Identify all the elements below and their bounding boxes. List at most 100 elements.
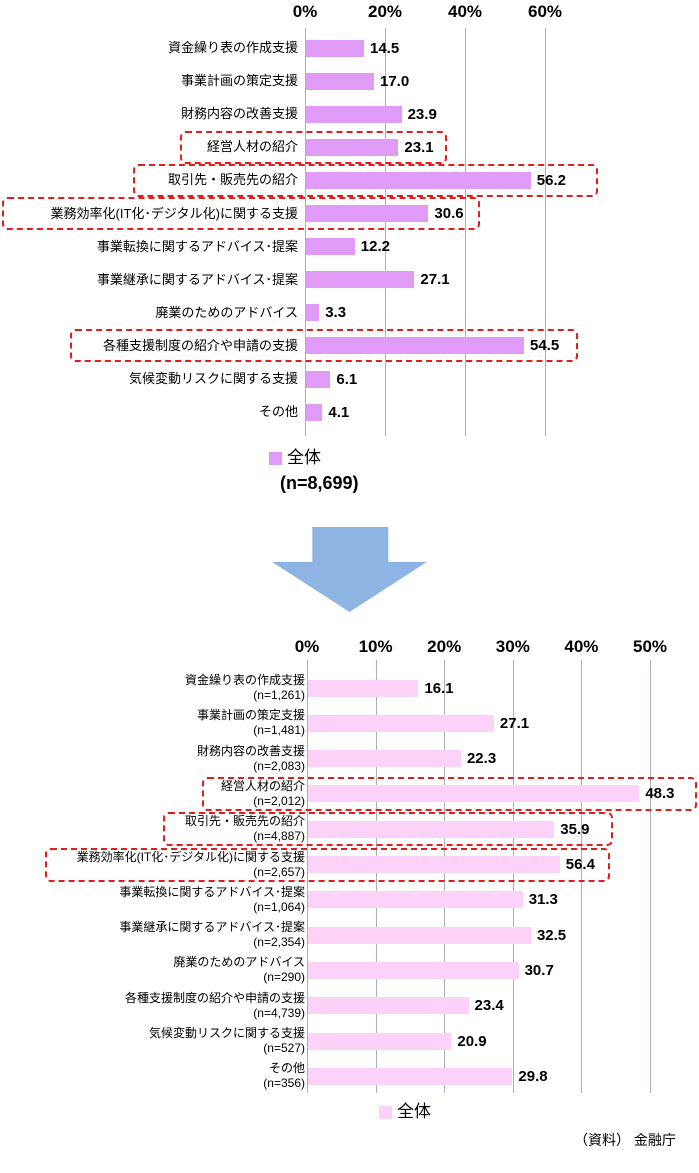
category-label: 財務内容の改善支援(n=2,083)	[0, 744, 305, 774]
category-label: 経営人材の紹介	[0, 138, 298, 156]
value-label: 22.3	[466, 750, 497, 768]
axis-tick-label: 40%	[447, 2, 483, 21]
category-label: その他	[0, 403, 298, 421]
category-label: 気候変動リスクに関する支援	[0, 370, 298, 388]
category-label: 資金繰り表の作成支援(n=1,261)	[0, 673, 305, 703]
category-label-text: 廃業のためのアドバイス	[173, 955, 305, 970]
bar	[306, 138, 399, 156]
bar	[306, 171, 531, 189]
bar	[306, 105, 402, 123]
highlight-box	[163, 812, 613, 847]
bar	[306, 72, 374, 90]
highlight-box	[180, 130, 447, 164]
legend: 全体	[379, 1103, 431, 1121]
category-label: 事業計画の策定支援(n=1,481)	[0, 708, 305, 738]
category-label: 事業継承に関するアドバイス･提案	[0, 271, 298, 289]
value-label: 4.1	[328, 403, 350, 421]
highlight-box	[2, 197, 480, 230]
bar	[308, 997, 469, 1015]
category-label: 取引先・販売先の紹介	[0, 171, 298, 189]
category-label: 事業転換に関するアドバイス･提案(n=1,064)	[0, 885, 305, 915]
value-label: 54.5	[530, 337, 560, 355]
bar	[308, 820, 555, 838]
category-label: 廃業のためのアドバイス	[0, 304, 298, 322]
highlight-box	[133, 163, 598, 197]
axis-tick-label: 20%	[367, 2, 403, 21]
category-label: 資金繰り表の作成支援	[0, 39, 298, 57]
axis-tick-label: 50%	[632, 637, 668, 656]
category-n-label: (n=4,887)	[253, 829, 305, 844]
category-n-label: (n=527)	[263, 1041, 305, 1055]
bar	[306, 403, 323, 421]
gridline	[385, 28, 386, 436]
category-n-label: (n=2,354)	[253, 935, 305, 950]
bar	[306, 370, 331, 388]
category-label-text: 財務内容の改善支援	[196, 743, 305, 758]
axis-tick-label: 0%	[294, 637, 320, 656]
value-label: 12.2	[360, 238, 390, 256]
bar	[308, 785, 640, 803]
bar	[306, 304, 320, 322]
category-label: 事業継承に関するアドバイス･提案(n=2,354)	[0, 920, 305, 950]
category-label-text: 各種支援制度の紹介や申請の支援	[102, 337, 298, 353]
category-label-text: 事業転換に関するアドバイス･提案	[119, 884, 305, 899]
value-label: 30.6	[434, 205, 464, 222]
value-label: 35.9	[560, 820, 590, 838]
gridline	[545, 28, 546, 436]
highlight-box	[70, 329, 578, 363]
gridline	[512, 660, 514, 1093]
category-label-text: 取引先・販売先の紹介	[167, 172, 298, 188]
category-label-text: 経営人材の紹介	[206, 139, 298, 155]
axis-tick-label: 30%	[495, 637, 530, 656]
source-note: （資料） 金融庁	[574, 1132, 676, 1148]
category-n-label: (n=2,657)	[253, 864, 305, 879]
bar	[306, 271, 415, 289]
bar	[306, 39, 364, 57]
category-label-text: 事業転換に関するアドバイス･提案	[96, 238, 298, 254]
category-label-text: 業務効率化(IT化･デジタル化)に関する支援	[50, 205, 298, 221]
category-label: 廃業のためのアドバイス(n=290)	[0, 955, 305, 985]
category-label-text: 業務効率化(IT化･デジタル化)に関する支援	[76, 849, 305, 864]
bar	[308, 1067, 513, 1085]
legend-swatch	[379, 1105, 392, 1119]
category-n-label: (n=290)	[263, 970, 305, 985]
highlight-box	[202, 776, 697, 811]
category-label-text: 各種支援制度の紹介や申請の支援	[124, 990, 305, 1005]
value-label: 16.1	[424, 679, 454, 697]
category-label-text: 経営人材の紹介	[220, 778, 305, 793]
gridline	[375, 660, 377, 1093]
bar	[308, 679, 419, 697]
category-label-text: 資金繰り表の作成支援	[167, 40, 298, 55]
bar	[306, 337, 524, 355]
gridline	[307, 660, 308, 1093]
bar	[308, 750, 461, 768]
value-label: 27.1	[499, 714, 530, 732]
category-label-text: 資金繰り表の作成支援	[184, 673, 305, 687]
category-label: 事業転換に関するアドバイス･提案	[0, 238, 298, 256]
category-label: 気候変動リスクに関する支援(n=527)	[0, 1026, 305, 1056]
legend-swatch	[269, 451, 282, 465]
category-label: 業務効率化(IT化･デジタル化)に関する支援(n=2,657)	[0, 850, 305, 880]
category-n-label: (n=1,261)	[253, 688, 305, 702]
category-label-text: 気候変動リスクに関する支援	[128, 371, 298, 386]
gridline	[305, 28, 306, 436]
category-label-text: その他	[268, 1061, 305, 1076]
bar	[308, 856, 560, 873]
value-label: 17.0	[380, 72, 410, 90]
value-label: 31.3	[528, 891, 558, 909]
value-label: 56.2	[536, 171, 566, 189]
value-label: 29.8	[518, 1067, 548, 1085]
category-label: 取引先・販売先の紹介(n=4,887)	[0, 814, 305, 844]
value-label: 14.5	[370, 39, 400, 57]
category-label: 財務内容の改善支援	[0, 105, 298, 123]
category-n-label: (n=4,739)	[253, 1005, 305, 1020]
gridline	[650, 660, 651, 1093]
category-label-text: 廃業のためのアドバイス	[155, 304, 298, 320]
bar	[308, 961, 519, 979]
legend: 全体	[269, 449, 321, 467]
value-label: 27.1	[420, 271, 450, 289]
legend-label: 全体	[287, 448, 321, 467]
